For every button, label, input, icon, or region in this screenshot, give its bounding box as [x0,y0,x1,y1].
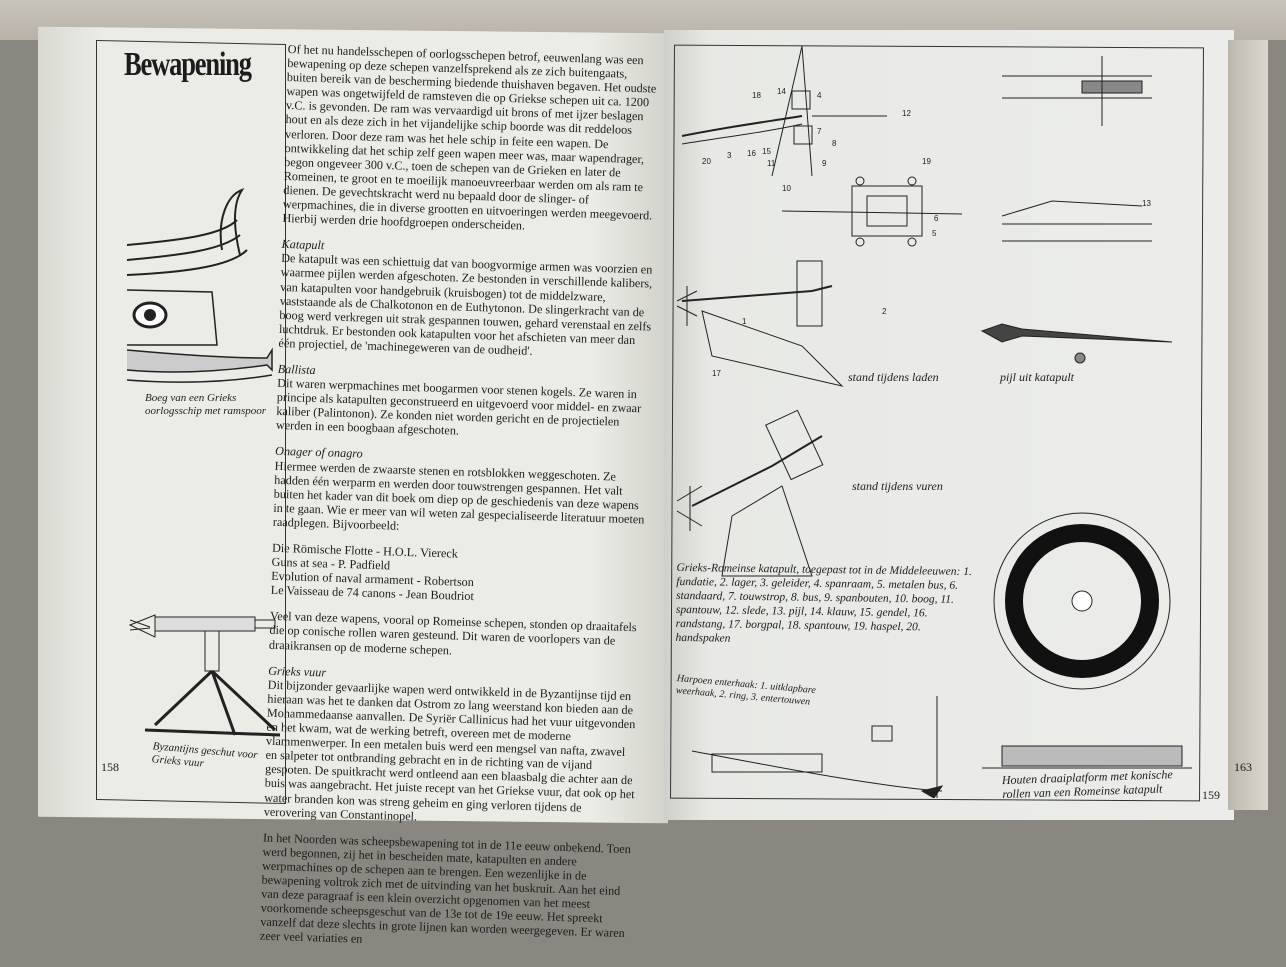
part-number-label: 18 [752,91,761,100]
part-number-label: 14 [777,87,786,96]
section-body: De katapult was een schiettuig dat van b… [278,251,653,358]
part-number-label: 3 [727,151,732,160]
body-text: Of het nu handelsschepen of oorlogsschep… [259,42,660,967]
part-number-label: 17 [712,369,721,378]
greek-ship-bow-illustration [126,188,273,383]
north-paragraph: In het Noorden was scheepsbewapening tot… [259,830,632,947]
page-number-left: 158 [101,760,119,774]
part-number-label: 11 [767,159,776,168]
right-page [664,30,1234,820]
catapult-diagrams: 18 14 4 12 7 8 9 11 10 20 3 16 15 5 6 13 2 1 17 19 [676,46,1192,798]
diagram-part-numbers: 18 14 4 12 7 8 9 11 10 20 3 16 15 5 6 13 2 1 17 19 [702,87,1151,378]
part-number-label: 16 [747,149,756,158]
part-number-label: 10 [782,184,791,193]
catapult-firing-position [676,409,824,577]
part-number-label: 7 [817,127,822,136]
part-number-label: 5 [932,229,937,238]
page-title: Bewapening [124,46,252,83]
catapult-legend: Grieks-Romeinse katapult, toegepast tot … [675,561,972,645]
label-loading-position: stand tijdens laden [848,370,939,384]
label-arrow: pijl uit katapult [1000,370,1074,384]
intro-paragraph: Of het nu handelsschepen of oorlogsschep… [282,42,657,233]
turntables-paragraph: Veel van deze wapens, vooral op Romeinse… [268,609,637,658]
ship-caption: Boeg van een Grieks oorlogsschip met ram… [145,392,267,417]
catapult-top-view [681,46,887,177]
page-number-right: 159 [1202,788,1220,802]
part-number-label: 19 [922,157,931,166]
part-number-label: 9 [822,159,827,168]
part-number-label: 13 [1142,199,1151,208]
turntable-platform [982,512,1192,769]
part-number-label: 20 [702,157,711,166]
page-number-next: 163 [1234,760,1252,774]
part-number-label: 2 [882,307,887,316]
byzantine-cannon-illustration [128,614,281,737]
part-number-label: 6 [934,214,939,223]
label-firing-position: stand tijdens vuren [852,479,943,493]
part-number-label: 8 [832,139,837,148]
section-body: Hiermee werden de zwaarste stenen en rot… [272,458,645,533]
catapult-front-view [781,176,963,247]
side-detail [1001,56,1152,242]
reference-list: Die Römische Flotte - H.O.L. Viereck Gun… [271,541,645,609]
part-number-label: 1 [742,317,747,326]
part-number-label: 4 [817,91,822,100]
katapult-arrow [980,323,1173,364]
part-number-label: 15 [762,147,771,156]
section-body: Dit waren werpmachines met boogarmen voo… [275,375,642,438]
part-number-label: 12 [902,109,911,118]
section-body: Dit bijzonder gevaarlijke wapen werd ont… [263,677,636,824]
harpoon-grapnel [691,696,944,798]
next-page-edge [1228,40,1268,810]
catapult-loading-position [676,260,844,387]
